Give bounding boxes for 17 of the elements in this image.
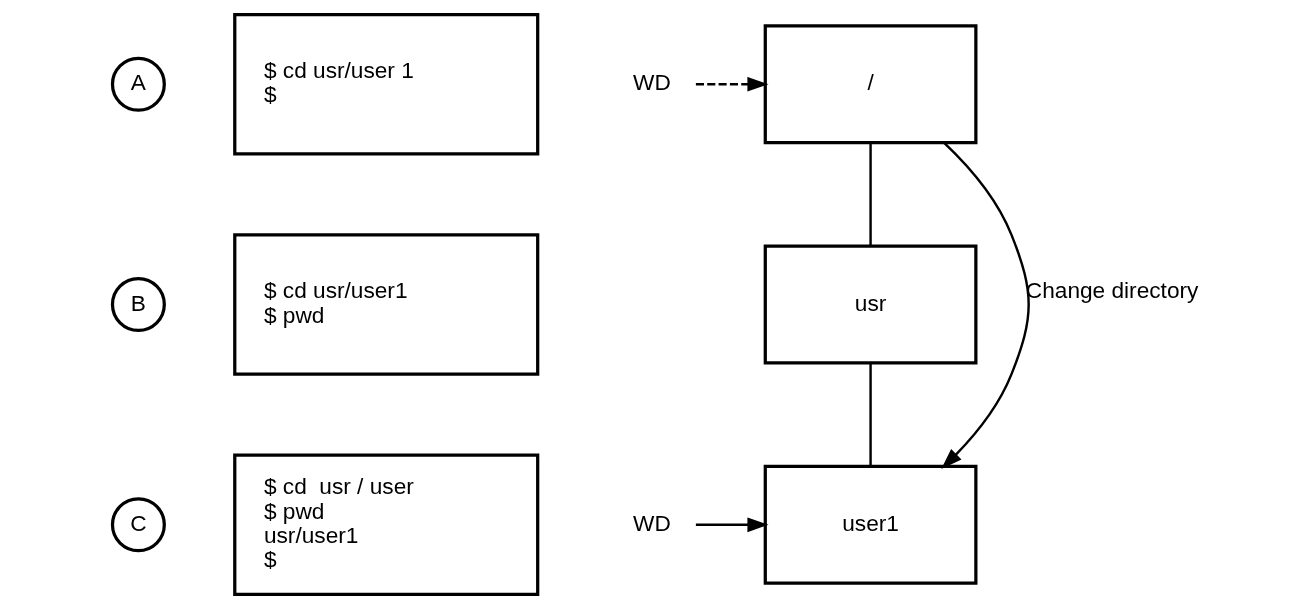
connector — [869, 363, 872, 466]
node-box: $ cd usr/user1 $ pwd — [233, 233, 540, 376]
node-text: WD — [633, 69, 671, 96]
node-circle: C — [110, 497, 166, 553]
node-box: / — [763, 24, 978, 145]
node-circle: B — [110, 276, 166, 333]
node-text: WD — [633, 509, 671, 536]
node-box: user1 — [763, 464, 978, 585]
arrow — [941, 141, 1030, 470]
connector — [869, 142, 872, 246]
edge-label: Change directory — [1025, 277, 1199, 304]
arrow — [695, 76, 769, 92]
node-box: $ cd usr/user 1 $ — [233, 12, 540, 156]
arrow — [695, 517, 769, 533]
node-box: usr — [763, 244, 978, 365]
node-box: $ cd usr / user $ pwd usr/user1 $ — [233, 453, 540, 597]
node-circle: A — [110, 56, 166, 112]
